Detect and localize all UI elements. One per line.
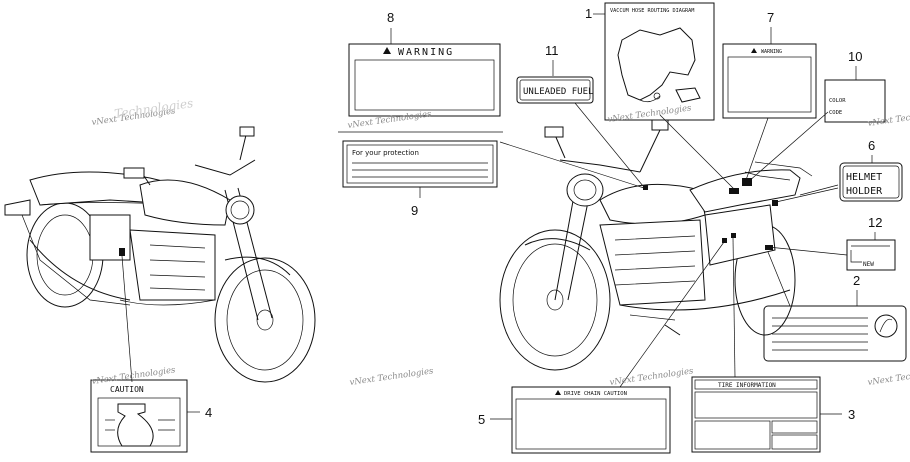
watermark-8: vNext Technologies [867, 366, 910, 388]
callout-1: 1 [585, 6, 592, 21]
callout-12: 12 [868, 215, 882, 230]
warning-small-title: WARNING [761, 49, 782, 55]
color-label-text: COLOR [829, 98, 846, 104]
protection-label-title: For your protection [352, 149, 419, 157]
watermark-4: vNext Technologies [867, 107, 910, 129]
drive-chain-title: DRIVE CHAIN CAUTION [564, 391, 627, 397]
tire-info-title: TIRE INFORMATION [718, 382, 776, 389]
caution-label-title: CAUTION [110, 385, 144, 394]
tire-information-label: TIRE INFORMATION [691, 376, 821, 453]
callout-10: 10 [848, 49, 862, 64]
watermark-7: vNext Technologies [609, 366, 695, 388]
callout-6: 6 [868, 138, 875, 153]
color-code-label: COLOR CODE [824, 79, 886, 123]
vacuum-diagram-title: VACCUM HOSE ROUTING DIAGRAM [610, 8, 694, 14]
watermark-6: vNext Technologies [349, 366, 435, 388]
watermark-5: vNext Technologies [91, 365, 177, 387]
callout-2: 2 [853, 273, 860, 288]
callout-3: 3 [848, 407, 855, 422]
vacuum-hose-diagram-label: VACCUM HOSE ROUTING DIAGRAM [604, 2, 715, 121]
unleaded-fuel-label: UNLEADED FUEL [516, 76, 594, 104]
helmet-holder-label: HELMET HOLDER [839, 162, 903, 202]
logo-plate-label [763, 305, 907, 362]
motorcycle-left-illustration [4, 126, 316, 383]
callout-11: 11 [545, 43, 559, 58]
protection-label: For your protection [342, 140, 498, 188]
motorcycle-right-illustration [499, 119, 813, 371]
caution-label: CAUTION [90, 379, 188, 453]
watermark-2: vNext Technologies [347, 109, 433, 131]
warning-label-title: WARNING [398, 47, 454, 58]
watermark-3: vNext Technologies [607, 103, 693, 125]
warning-label-small: WARNING [722, 43, 817, 119]
leader-line-4 [121, 255, 133, 383]
helmet-text: HELMET [846, 172, 882, 183]
new-label-text: NEW [863, 261, 874, 268]
leader-lines [499, 102, 848, 388]
holder-text: HOLDER [846, 186, 883, 197]
callout-9: 9 [411, 203, 418, 218]
callout-7: 7 [767, 10, 774, 25]
warning-label-large: WARNING [348, 43, 501, 117]
callout-8: 8 [387, 10, 394, 25]
new-label: NEW [846, 239, 896, 271]
unleaded-fuel-text: UNLEADED FUEL [523, 87, 593, 97]
drive-chain-caution-label: DRIVE CHAIN CAUTION [511, 386, 671, 454]
callout-4: 4 [205, 405, 212, 420]
code-label-text: CODE [829, 110, 842, 116]
callout-5: 5 [478, 412, 485, 427]
